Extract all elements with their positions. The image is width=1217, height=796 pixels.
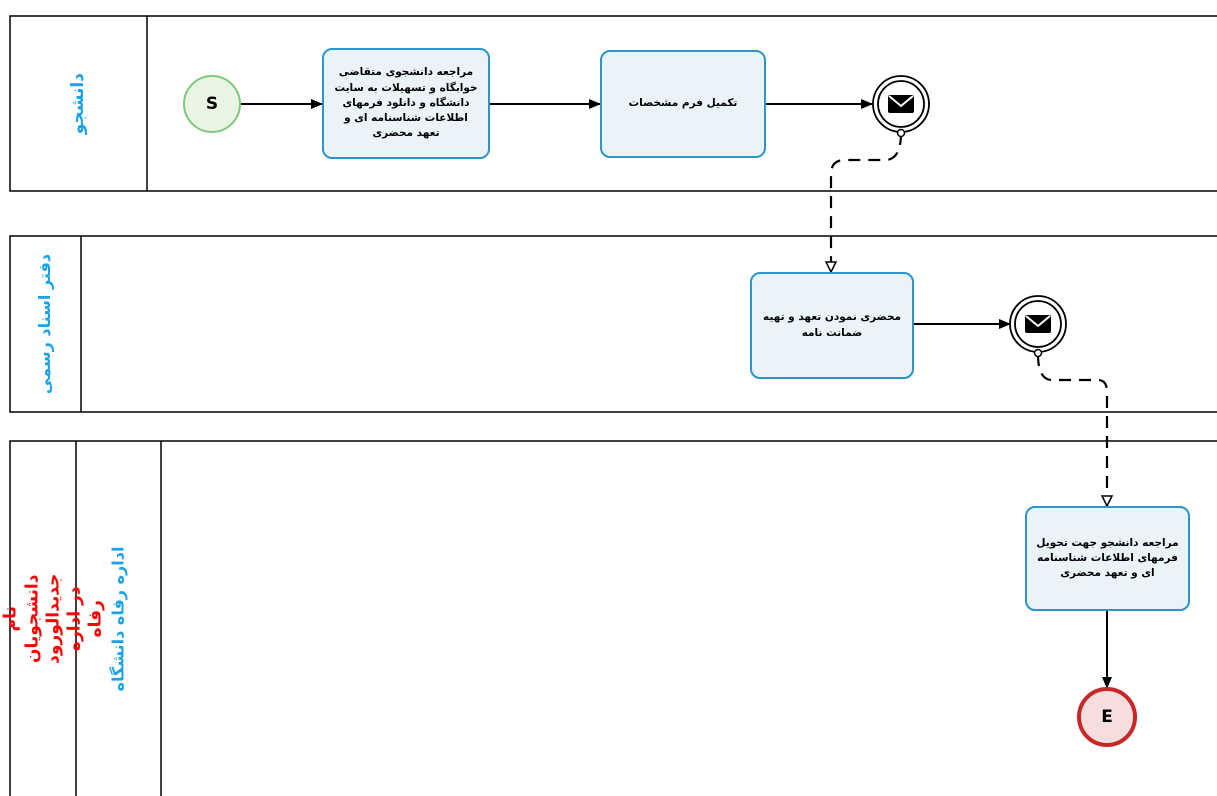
task-fill-form: تکمیل فرم مشخصات <box>600 50 766 158</box>
task-submit-forms: مراجعه دانشجو جهت تحویل فرمهای اطلاعات ش… <box>1025 506 1190 611</box>
lane-welfare <box>9 440 1217 796</box>
task-download-forms: مراجعه دانشجوی متقاضی خوابگاه و تسهیلات … <box>322 48 490 159</box>
lane-label-notary: دفتر اسناد رسمی <box>35 253 55 395</box>
pool-title: فرآیند ثبت نام دانشجویان جدیدالورود در ا… <box>0 573 106 664</box>
start-event <box>183 75 241 133</box>
message-flow-2 <box>1036 353 1107 506</box>
end-event <box>1077 687 1137 747</box>
envelope-icon <box>888 95 914 113</box>
start-event-label: S <box>205 94 219 114</box>
message-event-notary <box>1009 295 1067 358</box>
message-event-student <box>872 75 930 138</box>
envelope-icon <box>1025 315 1051 333</box>
task-notarize: محضری نمودن تعهد و تهیه ضمانت نامه <box>750 272 914 379</box>
end-event-label: E <box>1101 707 1113 727</box>
lane-label-student: دانشجو <box>67 72 88 135</box>
